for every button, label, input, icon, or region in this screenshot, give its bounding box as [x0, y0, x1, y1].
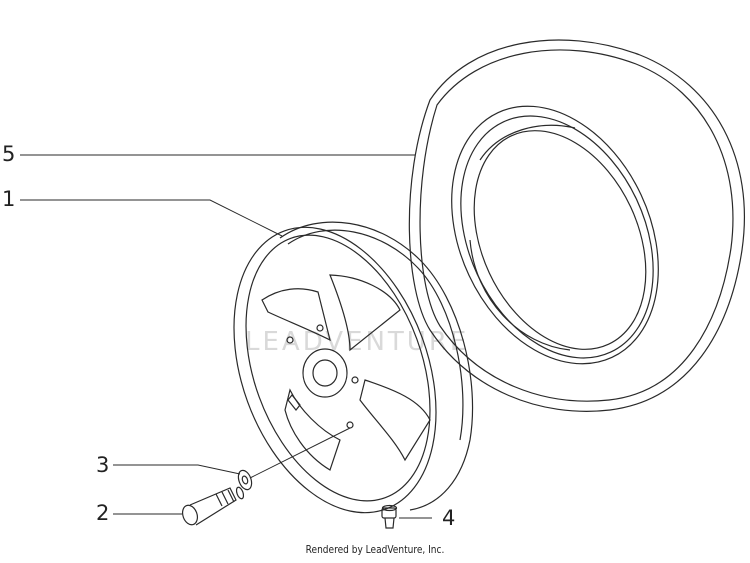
leader-line-3	[113, 464, 241, 475]
watermark-text: LEADVENTURE	[245, 327, 470, 357]
valve-stem[interactable]	[381, 504, 398, 529]
leader-line-3b	[249, 427, 351, 479]
callout-number-1: 1	[2, 187, 16, 211]
wheel-rim[interactable]	[197, 199, 474, 541]
footer-credit: Rendered by LeadVenture, Inc.	[305, 543, 445, 556]
callout-number-4: 4	[442, 506, 456, 530]
leader-line-1	[20, 199, 283, 237]
callout-number-2: 2	[96, 501, 110, 525]
washer[interactable]	[236, 469, 254, 492]
bolt[interactable]	[180, 486, 245, 526]
leader-lines	[20, 154, 432, 519]
tire[interactable]	[408, 39, 746, 412]
callout-number-3: 3	[96, 453, 110, 477]
callout-number-5: 5	[2, 142, 16, 166]
